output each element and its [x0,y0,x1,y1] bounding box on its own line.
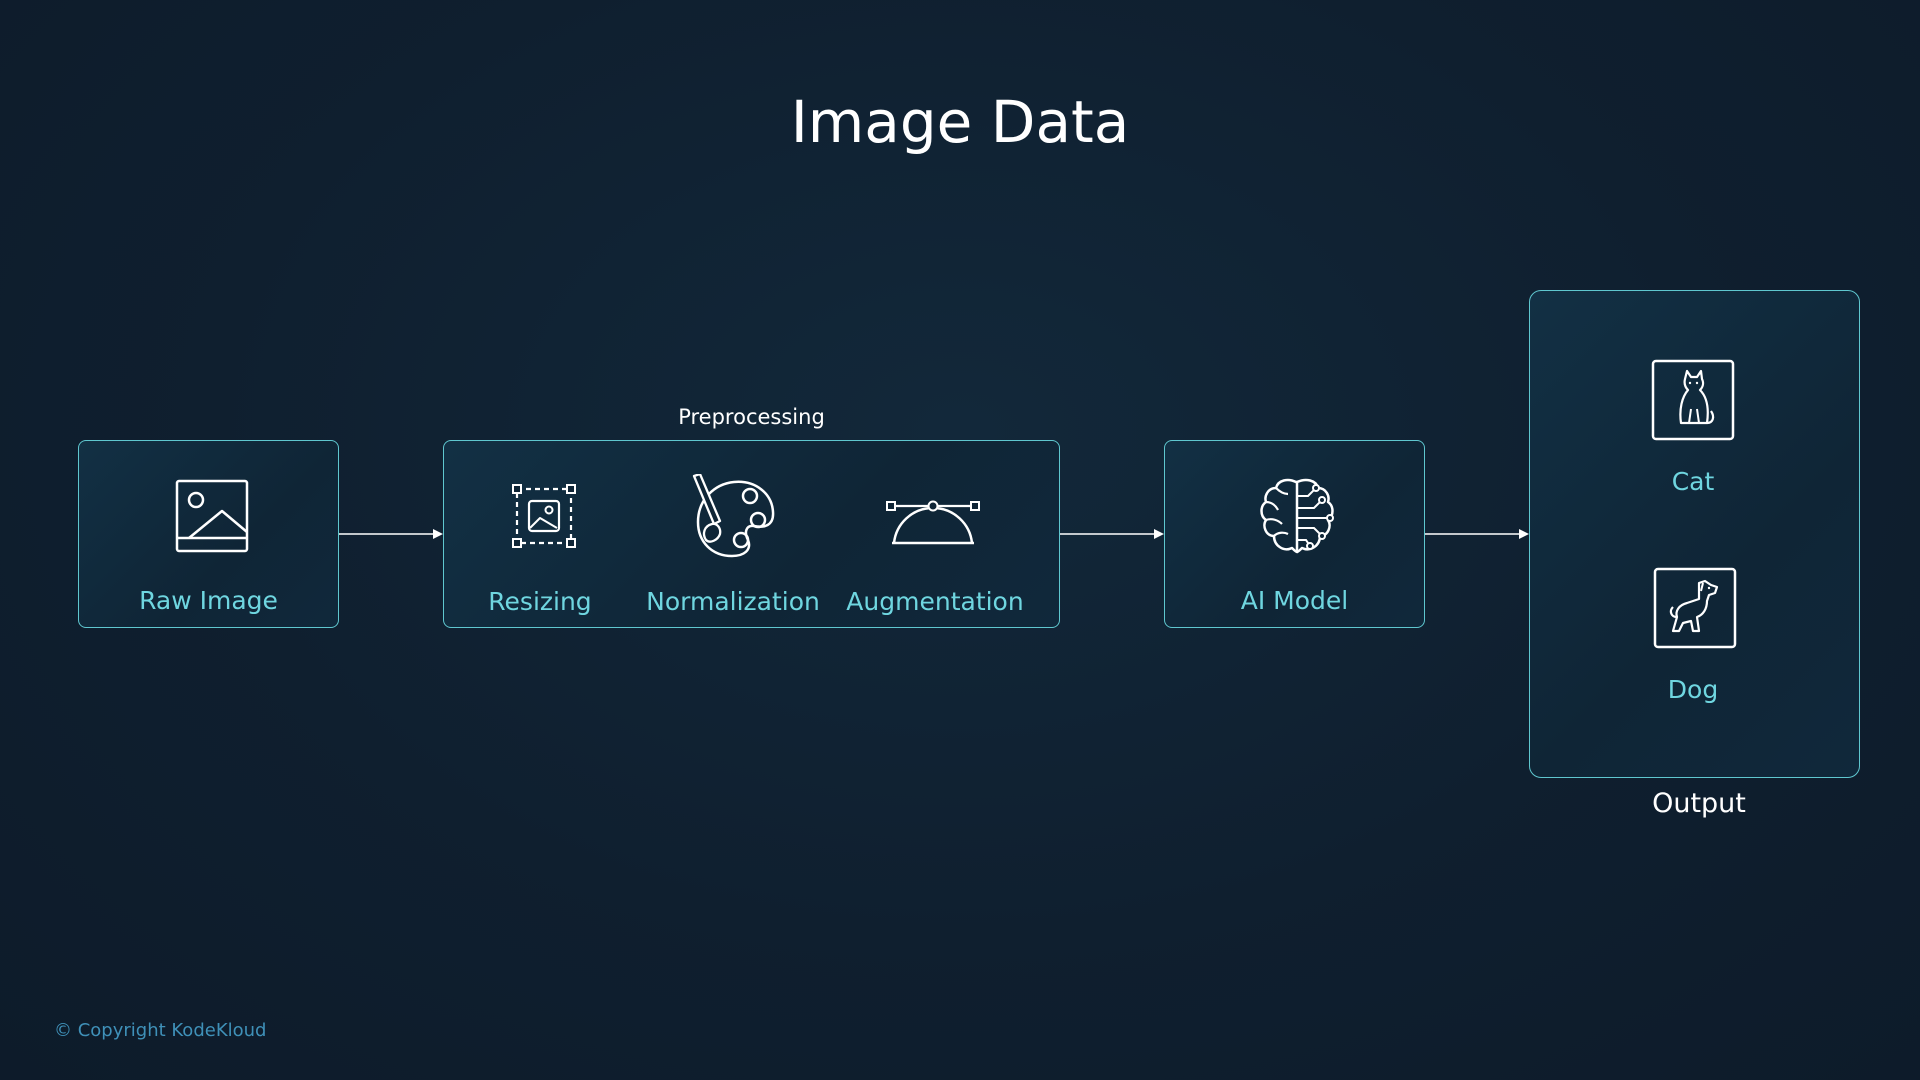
dog-icon [1653,567,1737,649]
output-box [1529,290,1860,778]
arrow-model-to-output [1425,529,1529,539]
arrow-raw-to-preprocessing [339,529,443,539]
cat-label: Cat [1671,467,1715,496]
augmentation-label: Augmentation [846,587,1024,616]
slide-title: Image Data [790,88,1130,156]
dog-label: Dog [1667,675,1719,704]
preprocessing-caption: Preprocessing [678,405,825,429]
ai-model-label: AI Model [1240,586,1349,615]
raw-image-box [78,440,339,628]
arrow-preprocessing-to-model [1060,529,1164,539]
normalization-label: Normalization [646,587,820,616]
image-icon [175,479,249,553]
brain-icon [1260,478,1334,554]
ai-model-box [1164,440,1425,628]
resizing-label: Resizing [488,587,592,616]
preprocessing-box [443,440,1060,628]
copyright-notice: © Copyright KodeKloud [54,1020,267,1041]
output-caption: Output [1652,788,1746,819]
bezier-curve-icon [886,500,980,545]
cat-icon [1651,359,1735,441]
resize-icon [512,484,576,548]
palette-icon [692,474,775,558]
raw-image-label: Raw Image [139,586,278,615]
